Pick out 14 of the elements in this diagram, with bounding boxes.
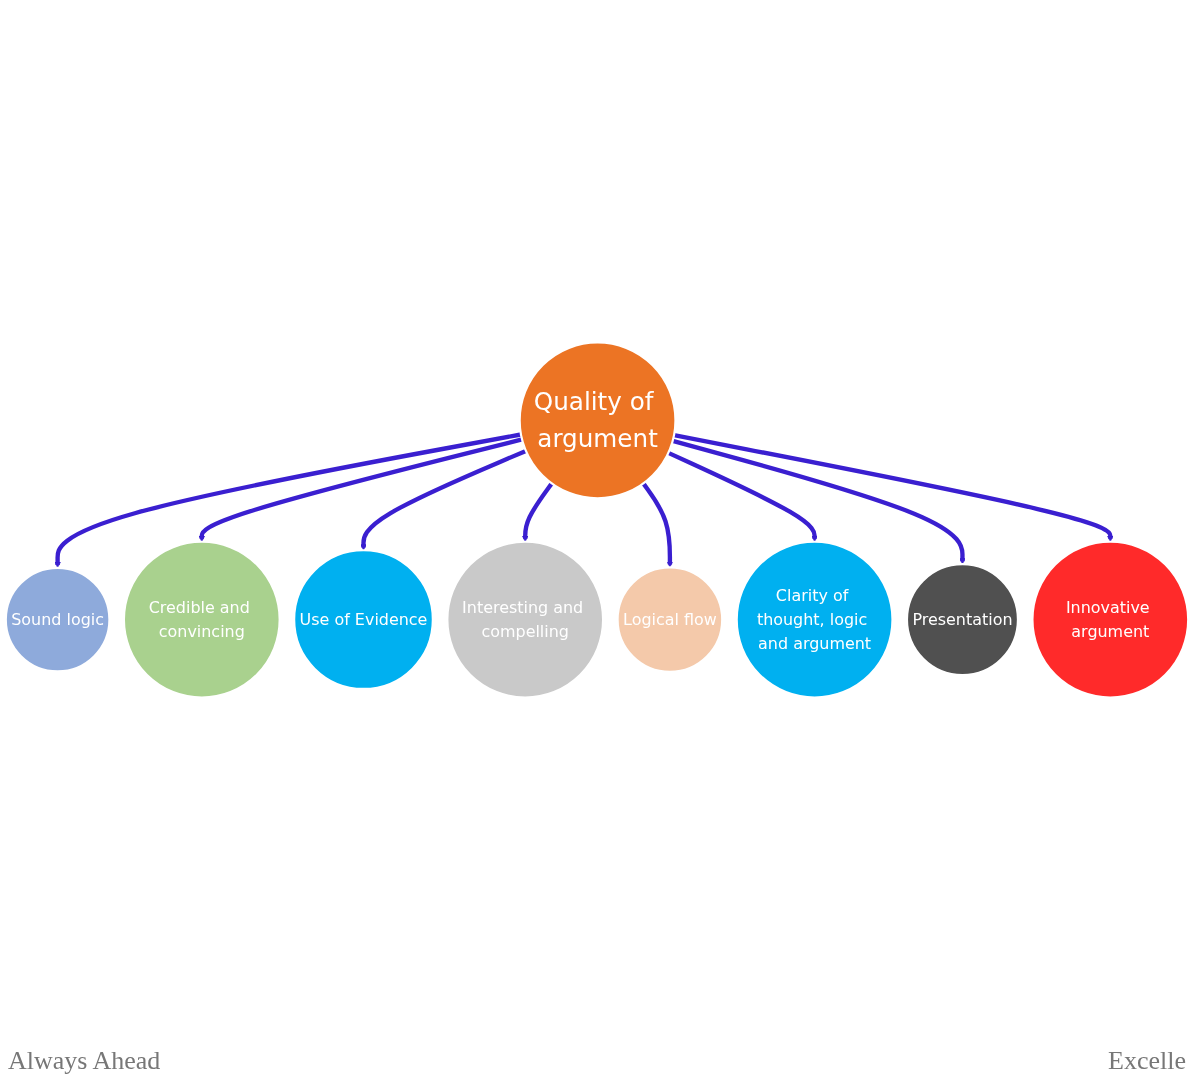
node-circle: Logical flow	[616, 566, 724, 673]
arrow	[360, 448, 527, 551]
arrow	[641, 482, 674, 568]
footer-text: Excelle	[1108, 1046, 1186, 1076]
node-circle: Sound logic	[4, 566, 111, 673]
node-circle: Credible and convincing	[122, 540, 281, 699]
node-circle: Presentation	[905, 563, 1020, 677]
footer-text: Always Ahead	[8, 1046, 161, 1076]
node-circle: Clarity of thought, logic and argument	[735, 540, 894, 699]
node-circle: Use of Evidence	[293, 549, 434, 691]
arrow	[672, 438, 966, 565]
node-circle: Innovative argument	[1031, 540, 1190, 699]
node-circle: Quality of argument	[518, 341, 677, 500]
arrow	[673, 433, 1114, 543]
